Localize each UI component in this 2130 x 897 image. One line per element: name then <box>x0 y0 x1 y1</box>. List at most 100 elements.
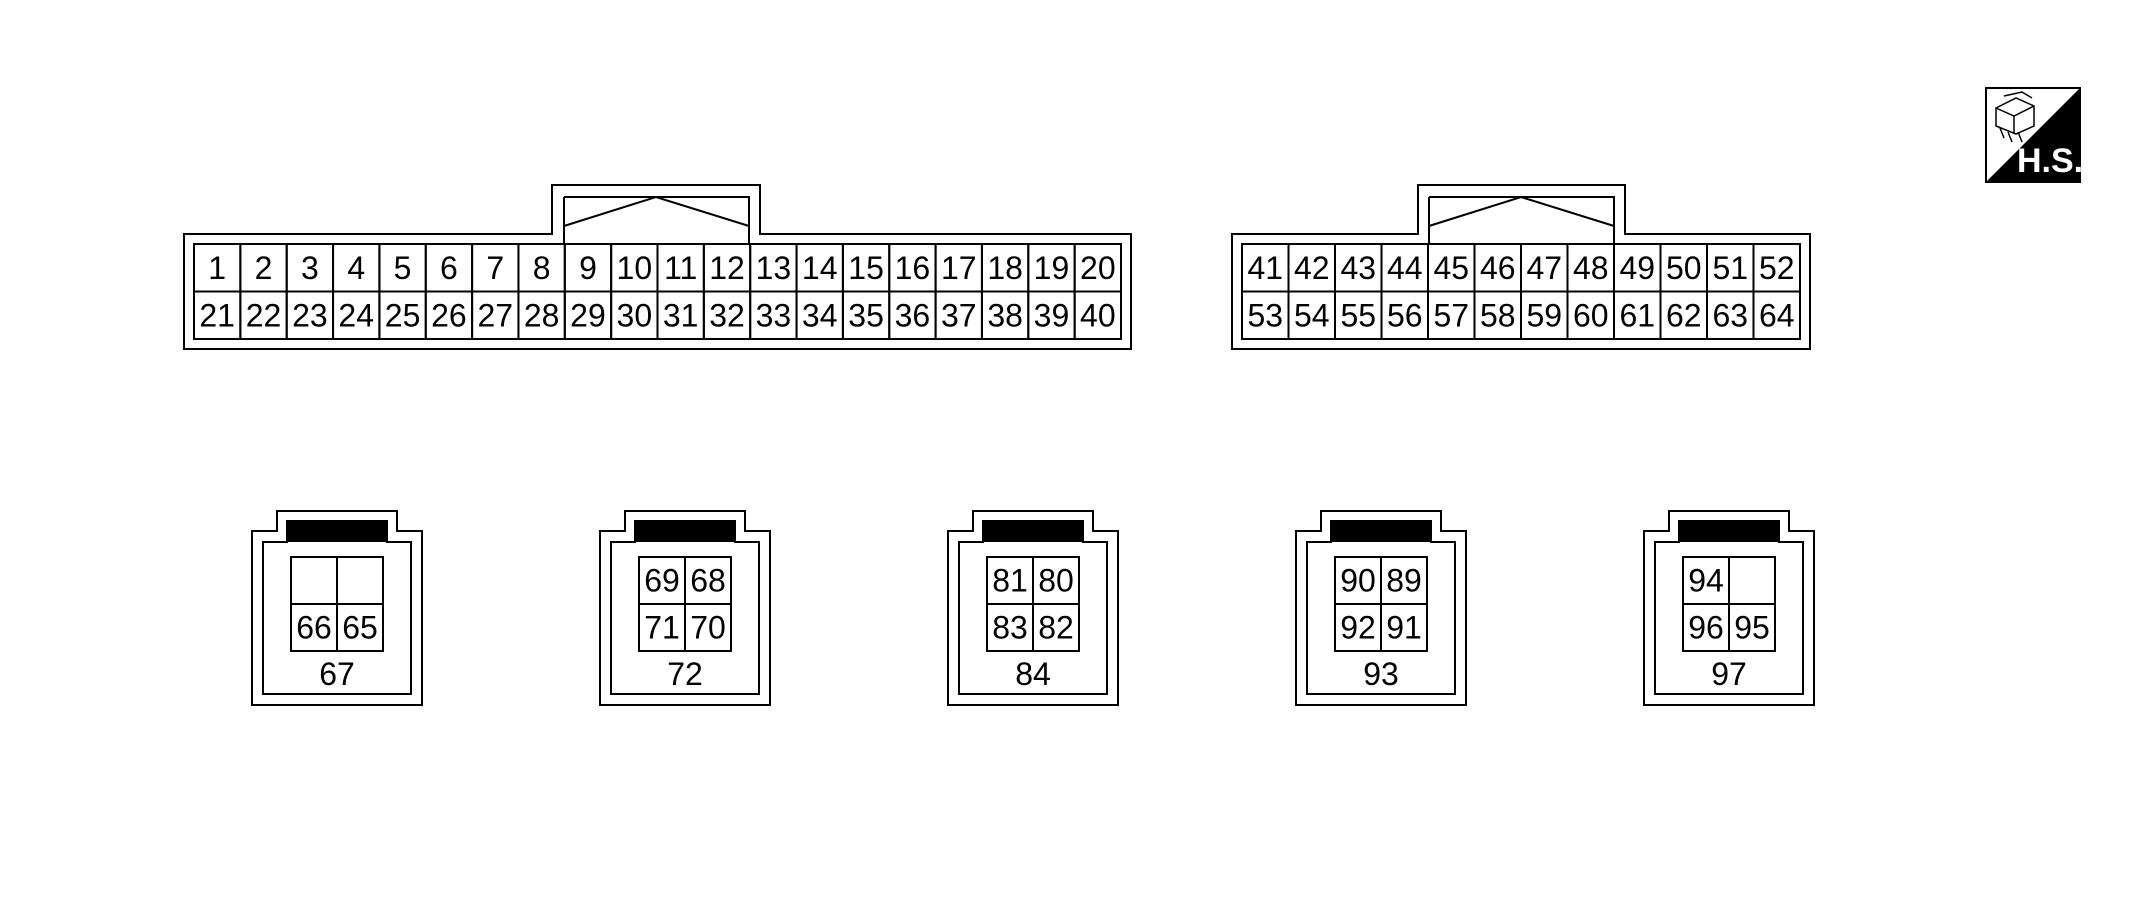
pin-number: 49 <box>1619 250 1655 286</box>
pin-number: 18 <box>987 250 1023 286</box>
pin-number: 92 <box>1340 610 1376 646</box>
pin-number: 28 <box>524 297 560 333</box>
pin-number: 21 <box>199 297 235 333</box>
pin-number: 62 <box>1666 297 1702 333</box>
pin-cell <box>1752 290 1801 340</box>
pin-number: 39 <box>1034 297 1070 333</box>
pin-cell <box>1380 603 1428 652</box>
pin-number: 37 <box>941 297 977 333</box>
pin-number: 45 <box>1433 250 1469 286</box>
pin-number: 24 <box>338 297 374 333</box>
latch-bar <box>287 520 387 542</box>
connector-label: 97 <box>1711 656 1747 692</box>
pin-cell <box>336 556 384 605</box>
connector-label: 93 <box>1363 656 1399 692</box>
pin-number: 6 <box>440 250 458 286</box>
pin-number: 70 <box>690 610 726 646</box>
pin-number: 94 <box>1688 563 1724 599</box>
pin-number: 27 <box>477 297 513 333</box>
pin-number: 44 <box>1387 250 1423 286</box>
pin-number: 9 <box>579 250 597 286</box>
pin-number: 53 <box>1247 297 1283 333</box>
pin-number: 30 <box>617 297 653 333</box>
pin-cell <box>290 556 338 605</box>
pin-number: 68 <box>690 563 726 599</box>
harness-side-connector-icon <box>1995 91 2035 143</box>
pin-number: 46 <box>1480 250 1516 286</box>
pin-number: 56 <box>1387 297 1423 333</box>
pin-cell <box>1073 290 1123 340</box>
pin-number: 82 <box>1038 610 1074 646</box>
pin-number: 63 <box>1712 297 1748 333</box>
pin-number: 34 <box>802 297 838 333</box>
badge-label: H.S. <box>2017 142 2083 180</box>
latch-bar <box>1331 520 1431 542</box>
pin-number: 26 <box>431 297 467 333</box>
pin-number: 3 <box>301 250 319 286</box>
pin-number: 65 <box>342 610 378 646</box>
pin-number: 33 <box>756 297 792 333</box>
pin-number: 23 <box>292 297 328 333</box>
pin-number: 57 <box>1433 297 1469 333</box>
harness-side-badge: H.S. <box>1985 87 2083 183</box>
pin-number: 60 <box>1573 297 1609 333</box>
latch-bar <box>983 520 1083 542</box>
pin-number: 41 <box>1247 250 1283 286</box>
pin-number: 71 <box>644 610 680 646</box>
pin-number: 51 <box>1712 250 1748 286</box>
pin-number: 38 <box>987 297 1023 333</box>
pin-number: 91 <box>1386 610 1422 646</box>
pin-number: 80 <box>1038 563 1074 599</box>
pin-cell <box>1728 603 1776 652</box>
latch-bar <box>635 520 735 542</box>
connector-label: 72 <box>667 656 703 692</box>
pin-number: 58 <box>1480 297 1516 333</box>
pin-number: 10 <box>617 250 653 286</box>
pin-number: 64 <box>1759 297 1795 333</box>
pin-number: 35 <box>848 297 884 333</box>
connector-72: 69 68 71 70 72 <box>599 510 771 706</box>
pin-number: 59 <box>1526 297 1562 333</box>
pin-number: 83 <box>992 610 1028 646</box>
pin-number: 89 <box>1386 563 1422 599</box>
pin-number: 8 <box>533 250 551 286</box>
pin-number: 11 <box>664 250 697 286</box>
pin-number: 96 <box>1688 610 1724 646</box>
pin-number: 54 <box>1294 297 1330 333</box>
pin-number: 25 <box>385 297 421 333</box>
pin-number: 61 <box>1619 297 1655 333</box>
pin-number: 50 <box>1666 250 1702 286</box>
pin-number: 2 <box>255 250 273 286</box>
latch-bar <box>1679 520 1779 542</box>
pin-number: 29 <box>570 297 606 333</box>
pin-number: 40 <box>1080 297 1116 333</box>
pin-number: 47 <box>1526 250 1562 286</box>
connector-label: 84 <box>1015 656 1051 692</box>
pin-number: 15 <box>848 250 884 286</box>
pin-number: 1 <box>208 250 226 286</box>
pin-number: 48 <box>1573 250 1609 286</box>
pin-number: 5 <box>394 250 412 286</box>
pin-cell <box>1032 603 1080 652</box>
pin-cell <box>684 603 732 652</box>
pin-number: 69 <box>644 563 680 599</box>
pin-number: 43 <box>1340 250 1376 286</box>
pin-number: 42 <box>1294 250 1330 286</box>
pin-number: 66 <box>296 610 332 646</box>
pin-number: 36 <box>895 297 931 333</box>
pin-number: 16 <box>895 250 931 286</box>
connector-label: 67 <box>319 656 355 692</box>
pin-number: 31 <box>663 297 699 333</box>
pin-number: 12 <box>709 250 745 286</box>
pin-number: 20 <box>1080 250 1116 286</box>
pin-number: 22 <box>246 297 282 333</box>
pin-cell <box>1728 556 1776 605</box>
pin-number: 19 <box>1034 250 1070 286</box>
